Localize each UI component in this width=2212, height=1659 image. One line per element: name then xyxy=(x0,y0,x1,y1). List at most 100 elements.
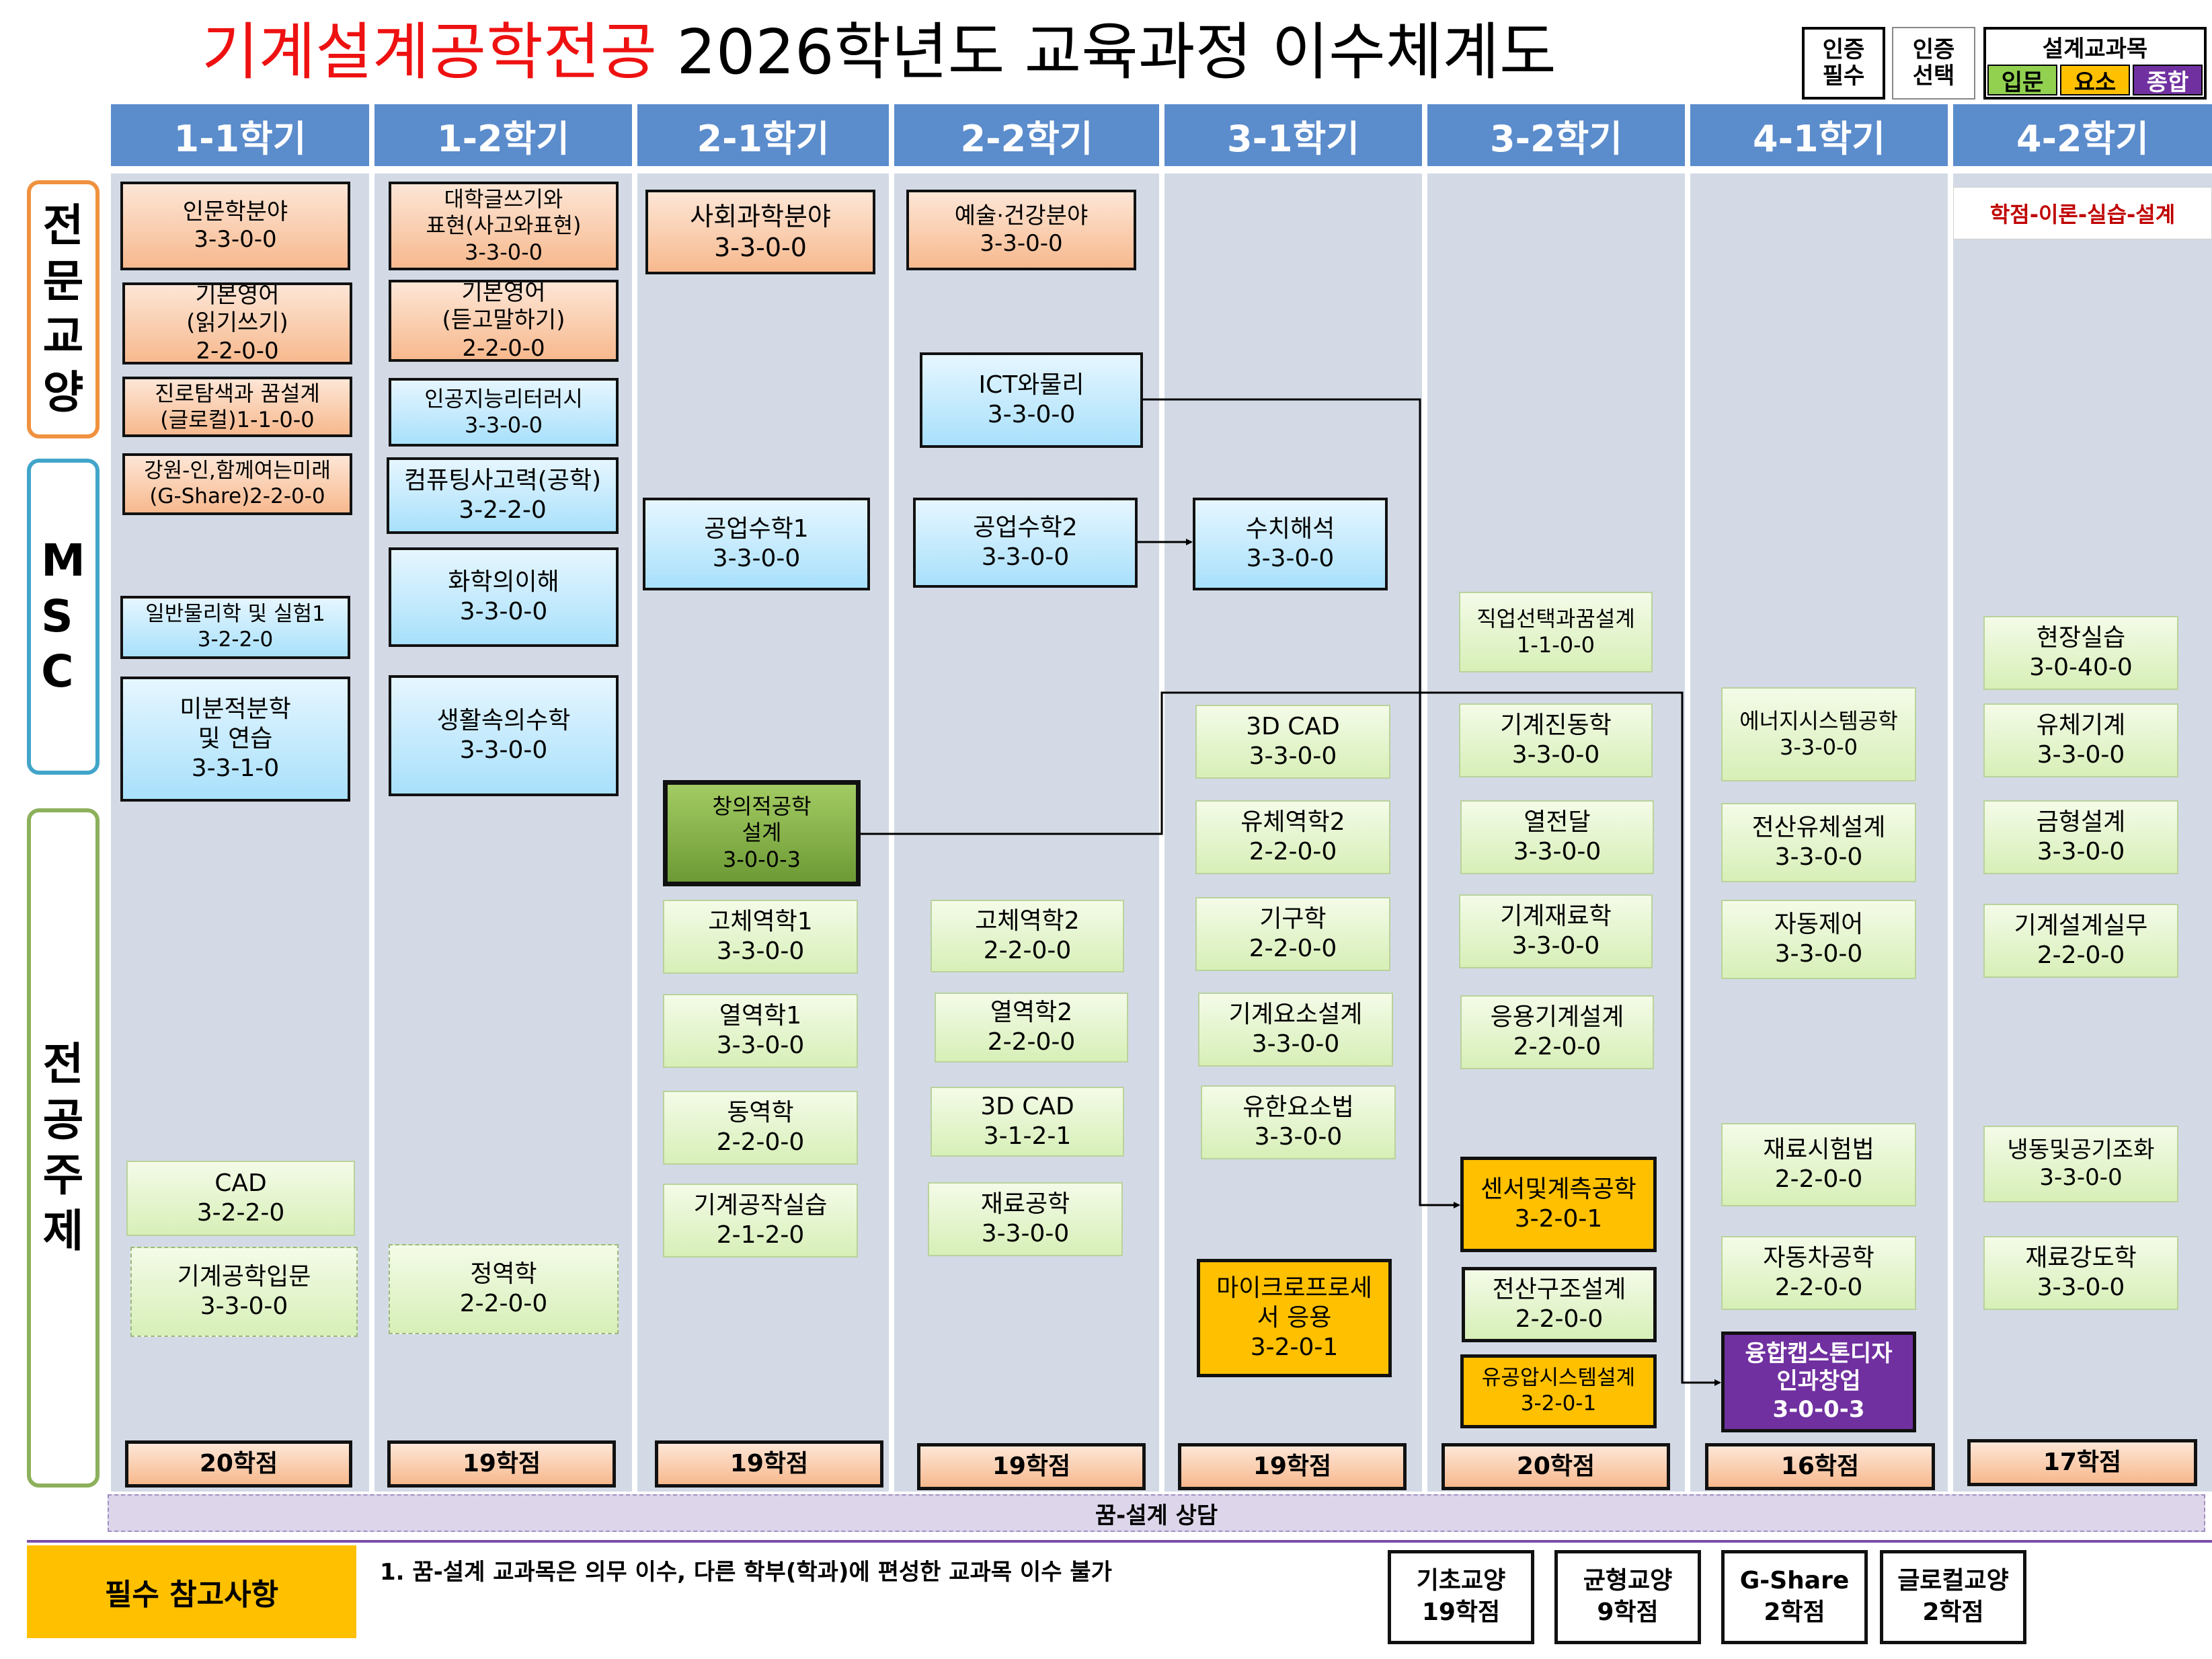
credit-total-4-2: 17학점 xyxy=(1967,1439,2197,1486)
semester-header-1-1: 1-1학기 xyxy=(111,104,369,166)
dream-design-consult-bar: 꿈-설계 상담 xyxy=(108,1494,2205,1532)
credit-total-2-2: 19학점 xyxy=(917,1443,1146,1490)
title-major-name: 기계설계공학전공 xyxy=(202,16,658,88)
footer-divider xyxy=(27,1540,2212,1543)
credit-total-3-1: 19학점 xyxy=(1178,1443,1407,1490)
semester-header-3-1: 3-1학기 xyxy=(1164,104,1422,166)
summary-balanced-name: 균형교양 xyxy=(1583,1567,1673,1595)
legend-design-synthesis: 종합 xyxy=(2133,65,2203,96)
summary-g-share: G-Share 2학점 xyxy=(1721,1550,1868,1644)
summary-glocal-name: 글로컬교양 xyxy=(1897,1567,2009,1595)
credit-total-1-2: 19학점 xyxy=(387,1440,616,1488)
course-basic-english-listening: 기본영어(듣고말하기)2-2-0-0 xyxy=(389,280,619,362)
course-basic-english-reading: 기본영어(읽기쓰기)2-2-0-0 xyxy=(122,282,352,364)
course-g-share: 강원-인,함께여는미래(G-Share)2-2-0-0 xyxy=(122,453,352,515)
summary-basic-liberal-arts: 기초교양 19학점 xyxy=(1388,1550,1534,1644)
title-rest: 2026학년도 교육과정 이수체계도 xyxy=(657,16,1556,88)
page-title: 기계설계공학전공 2026학년도 교육과정 이수체계도 xyxy=(202,12,1721,93)
summary-basic-name: 기초교양 xyxy=(1416,1567,1506,1595)
legend-design-intro: 입문 xyxy=(1987,65,2057,96)
semester-header-2-2: 2-2학기 xyxy=(894,104,1159,166)
arrow-creative-design-to-capstone xyxy=(861,691,1721,1386)
summary-glocal-credits: 2학점 xyxy=(1922,1598,1984,1626)
course-computational-thinking: 컴퓨팅사고력(공학)3-2-2-0 xyxy=(387,457,619,534)
credit-total-4-1: 16학점 xyxy=(1705,1443,1935,1490)
legend-design-element: 요소 xyxy=(2060,65,2130,96)
summary-gshare-credits: 2학점 xyxy=(1764,1598,1825,1626)
course-career-exploration: 진로탐색과 꿈설계(글로컬)1-1-0-0 xyxy=(122,377,352,437)
credit-total-2-1: 19학점 xyxy=(655,1440,883,1488)
credit-total-1-1: 20학점 xyxy=(125,1440,352,1488)
required-note-1: 1. 꿈-설계 교과목은 의무 이수, 다른 학부(학과)에 편성한 교과목 이… xyxy=(380,1559,1112,1586)
semester-header-1-2: 1-2학기 xyxy=(374,104,632,166)
semester-header-4-1: 4-1학기 xyxy=(1690,104,1948,166)
summary-glocal-liberal-arts: 글로컬교양 2학점 xyxy=(1880,1550,2026,1644)
legend-design-header: 설계교과목 xyxy=(2042,35,2148,63)
semester-header-2-1: 2-1학기 xyxy=(637,104,889,166)
credit-total-3-2: 20학점 xyxy=(1441,1443,1670,1490)
arrow-ict-physics-to-sensors xyxy=(1143,398,1460,1208)
summary-basic-credits: 19학점 xyxy=(1421,1598,1501,1626)
summary-balanced-liberal-arts: 균형교양 9학점 xyxy=(1554,1550,1701,1644)
semester-header-4-2: 4-2학기 xyxy=(1953,104,2212,166)
semester-header-3-2: 3-2학기 xyxy=(1427,104,1685,166)
summary-balanced-credits: 9학점 xyxy=(1597,1598,1659,1626)
required-notes-title: 필수 참고사항 xyxy=(27,1545,356,1638)
summary-gshare-name: G-Share xyxy=(1739,1567,1850,1595)
